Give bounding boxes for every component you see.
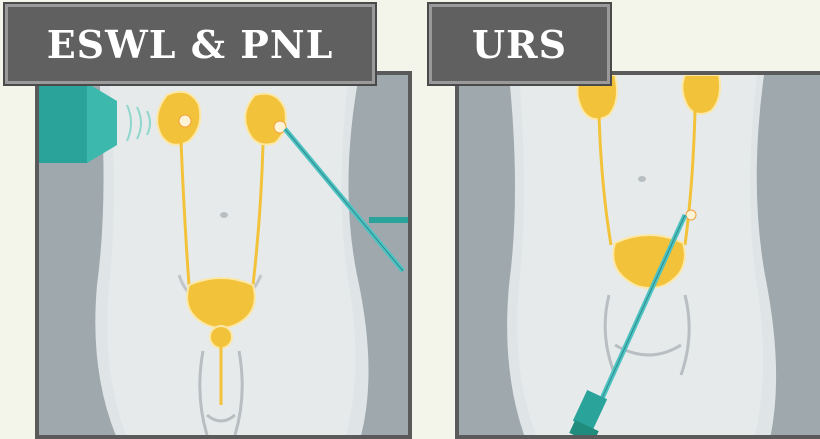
body-silhouette-left [459,75,527,439]
eswl-pnl-panel [35,71,412,439]
torso [107,75,355,439]
left-kidney [682,75,720,114]
navel [220,212,228,218]
urs-illustration [459,75,820,439]
eswl-pnl-label: ESWL & PNL [5,4,375,84]
left-kidney [245,94,286,145]
prostate [210,326,232,348]
ureteral-stone [686,210,696,220]
right-kidney [157,92,200,145]
eswl-pnl-illustration [39,75,412,439]
kidney-stone-eswl [179,115,191,127]
shockwave-generator [39,83,87,163]
body-silhouette-right [757,75,820,439]
urs-panel [455,71,820,439]
nephroscope-port [369,217,409,223]
body-silhouette-right [348,75,412,439]
urs-label: URS [429,4,610,84]
navel [638,176,646,182]
